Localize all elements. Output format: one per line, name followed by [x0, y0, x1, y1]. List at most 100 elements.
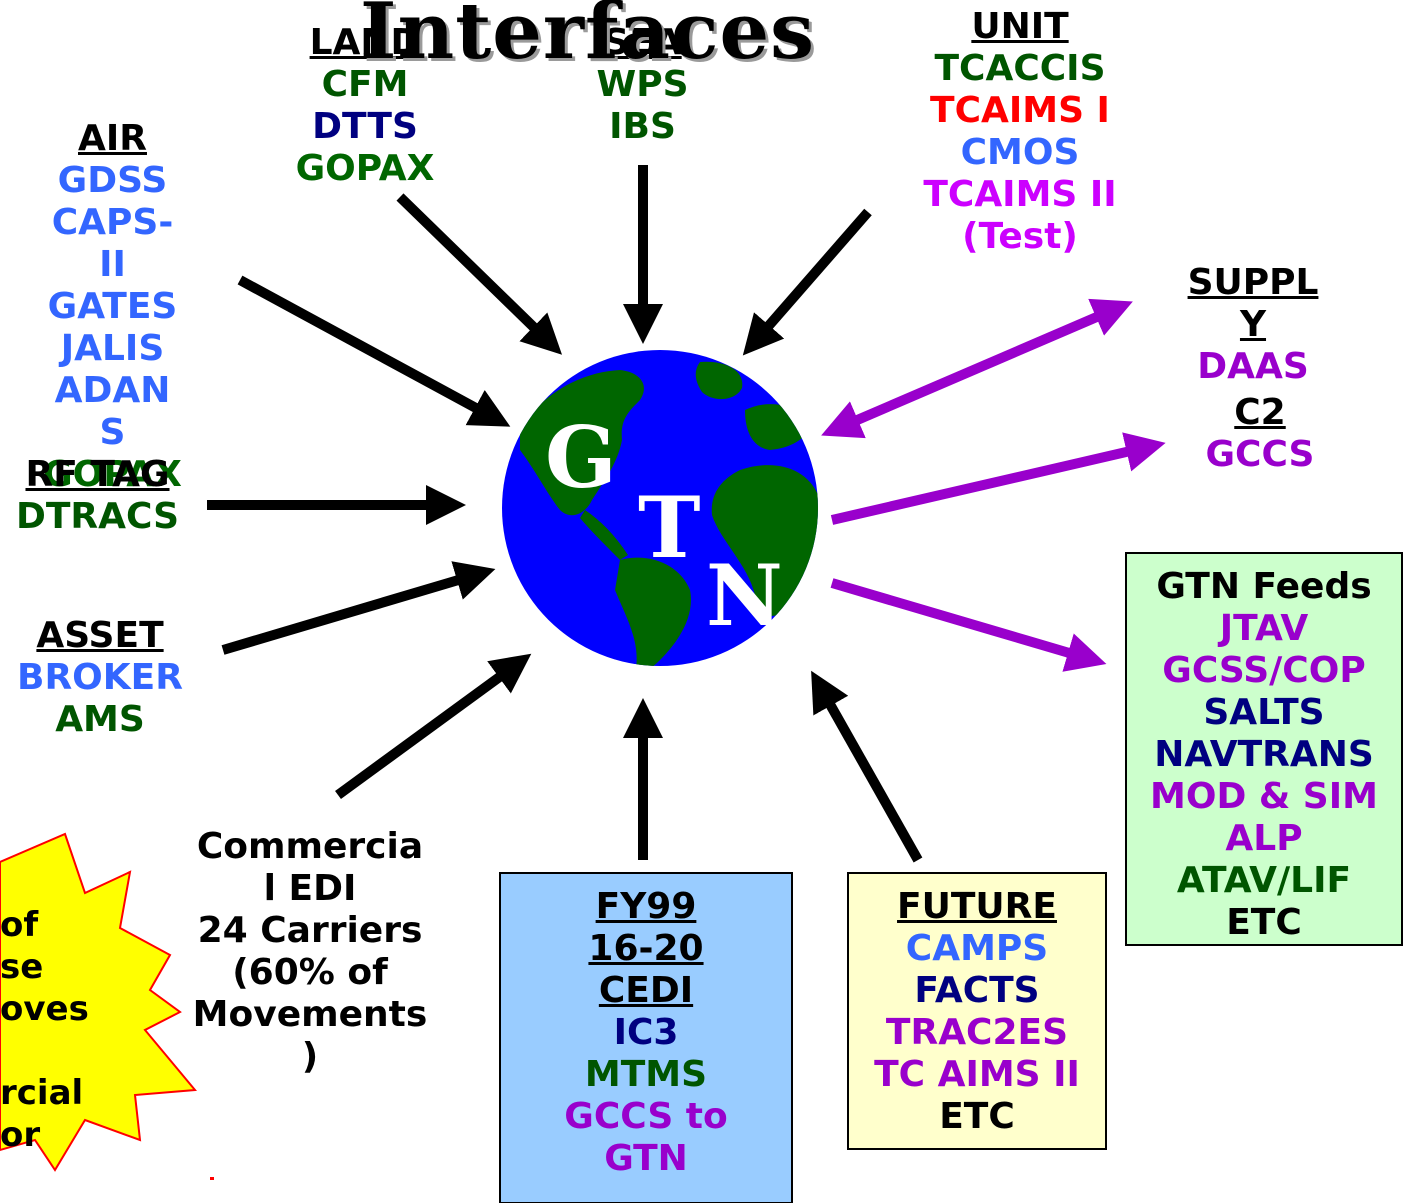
inbound-arrows: [207, 165, 923, 863]
c2-group: C2 GCCS: [1185, 392, 1335, 476]
commercial-item: 24 Carriers: [197, 910, 423, 951]
commercial-item: Commercia: [196, 826, 424, 867]
commercial-item: l EDI: [263, 868, 357, 909]
future-item: TRAC2ES: [885, 1012, 1069, 1053]
sea-item: WPS: [596, 64, 689, 105]
globe-letter-g: G: [545, 408, 617, 507]
asset-item: AMS: [55, 699, 145, 740]
future-item: CAMPS: [905, 928, 1049, 969]
feeds-item: ALP: [1225, 818, 1303, 859]
future-item: TC AIMS II: [874, 1054, 1080, 1095]
unit-item: TCACCIS: [934, 48, 1106, 89]
supply-heading-line: SUPPL: [1187, 262, 1319, 303]
starburst-line: oves: [0, 989, 89, 1029]
land-item: GOPAX: [295, 148, 435, 189]
arrow-asset: [221, 561, 496, 655]
commercial-item: (60% of: [232, 952, 388, 993]
arrow-unit: [742, 208, 872, 356]
air-item: S: [99, 412, 126, 453]
supply-heading-line: Y: [1239, 304, 1267, 345]
starburst-line: se: [0, 947, 44, 987]
globe-letter-n: N: [706, 546, 783, 645]
unit-item: (Test): [962, 216, 1078, 257]
air-item: II: [99, 244, 126, 285]
air-item: CAPS-: [51, 202, 174, 243]
supply-item: DAAS: [1197, 346, 1309, 387]
commercial-item: ): [301, 1036, 319, 1077]
future-item: FACTS: [914, 970, 1040, 1011]
fy99-item: GTN: [604, 1138, 688, 1179]
arrow-c2: [830, 432, 1166, 525]
fy99-heading-line: 16-20: [588, 928, 704, 969]
air-item: GATES: [47, 286, 178, 327]
asset-heading: ASSET: [36, 615, 164, 656]
starburst-line: [0, 1030, 89, 1072]
sea-heading: SEA: [603, 22, 682, 63]
page-title: Interfaces: [360, 0, 816, 77]
globe-letter-t: T: [638, 478, 701, 577]
fy99-item: IC3: [613, 1012, 679, 1053]
commercial-item: Movements: [192, 994, 428, 1035]
feeds-item: SALTS: [1203, 692, 1325, 733]
air-item: ADAN: [54, 370, 171, 411]
future-box: [847, 872, 1107, 1150]
air-heading: AIR: [78, 118, 147, 159]
fy99-item: MTMS: [584, 1054, 708, 1095]
feeds-item: GCSS/COP: [1162, 650, 1366, 691]
callout-starburst: [0, 832, 197, 1172]
future-heading: FUTURE: [897, 886, 1057, 927]
unit-item: TCAIMS II: [923, 174, 1117, 215]
rf-tag-item: DTRACS: [15, 496, 180, 537]
feeds-item: ETC: [1226, 902, 1302, 943]
feeds-box: [1125, 552, 1403, 946]
land-item: CFM: [321, 64, 409, 105]
unit-item: TCAIMS I: [930, 90, 1110, 131]
c2-item: GCCS: [1205, 434, 1315, 475]
fy99-item: GCCS to: [564, 1096, 728, 1137]
fy99-heading-line: CEDI: [598, 970, 694, 1011]
feeds-item: ATAV/LIF: [1176, 860, 1352, 901]
arrow-air: [237, 275, 511, 427]
rf-tag-heading: RF TAG: [25, 454, 170, 495]
globe-continents: [520, 361, 818, 666]
future-item: ETC: [939, 1096, 1015, 1137]
c2-heading: C2: [1234, 392, 1286, 433]
fy99-heading-line: FY99: [595, 886, 697, 927]
air-item: GDSS: [57, 160, 168, 201]
feeds-item: MOD & SIM: [1150, 776, 1378, 817]
land-item: DTTS: [312, 106, 418, 147]
air-item: JALIS: [60, 328, 165, 369]
arrow-feeds: [830, 578, 1107, 672]
fy99-box: [499, 872, 793, 1203]
sea-item: IBS: [609, 106, 676, 147]
arrow-supply: [821, 298, 1133, 439]
arrow-land: [396, 193, 563, 355]
outbound-arrows: [821, 298, 1166, 672]
starburst-line: rcial: [0, 1073, 84, 1113]
arrow-future: [811, 670, 923, 863]
stray-mark: [210, 1177, 214, 1180]
asset-item: BROKER: [17, 657, 183, 698]
unit-item: CMOS: [960, 132, 1080, 173]
starburst-line: of: [0, 905, 39, 945]
feeds-item: JTAV: [1219, 608, 1309, 649]
starburst-line: or: [0, 1115, 41, 1155]
arrow-commercial: [335, 653, 532, 800]
feeds-item: GTN Feeds: [1156, 566, 1372, 607]
air-item: GOPAX: [43, 454, 182, 495]
globe: G T N: [502, 350, 818, 666]
rf-tag-group: RF TAG DTRACS: [0, 454, 195, 538]
unit-heading: UNIT: [971, 6, 1069, 47]
